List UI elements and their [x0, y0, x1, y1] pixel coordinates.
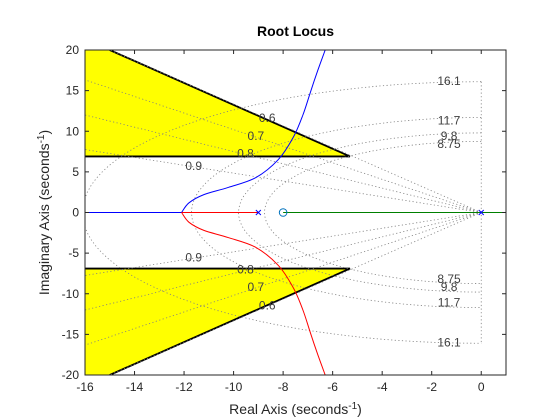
frequency-label-down: 16.1 — [437, 335, 461, 349]
chart-title: Root Locus — [257, 23, 334, 39]
frequency-label-down: 9.8 — [441, 280, 458, 294]
damping-label-down: 0.9 — [185, 250, 202, 264]
x-tick-label: -14 — [126, 380, 144, 394]
frequency-label-up: 11.7 — [438, 114, 461, 128]
y-tick-label: 20 — [66, 43, 80, 57]
damping-label-up: 0.6 — [259, 111, 276, 125]
damping-line-0.9-up — [85, 149, 482, 213]
grid-labels: 0.6 0.6 0.7 0.7 0.8 0.8 0.9 0.9 16.1 16.1 11.7 11.7… — [185, 74, 461, 350]
y-tick-label: 10 — [66, 124, 80, 138]
damping-label-down: 0.6 — [259, 298, 276, 312]
frequency-label-up: 9.8 — [441, 129, 458, 143]
frequency-label-down: 11.7 — [438, 296, 461, 310]
x-tick-label: -8 — [278, 380, 289, 394]
x-axis-label: Real Axis (seconds-1) — [229, 401, 362, 418]
x-tick-label: -2 — [426, 380, 437, 394]
damping-label-up: 0.9 — [185, 159, 202, 173]
damping-frequency-grid — [85, 50, 482, 375]
damping-label-up: 0.8 — [237, 147, 254, 161]
y-tick-label: -15 — [62, 327, 80, 341]
damping-line-0.9-down — [85, 212, 482, 276]
pole-marker — [478, 209, 485, 216]
y-tick-label: -10 — [62, 287, 80, 301]
y-tick-label: 0 — [72, 206, 79, 220]
y-axis-label: Imaginary Axis (seconds-1) — [36, 130, 53, 295]
damping-line-0.7-up — [85, 79, 482, 213]
region-lower — [85, 268, 350, 375]
frequency-arc-8.75 — [264, 141, 482, 284]
frequency-label-up: 8.75 — [437, 137, 461, 151]
x-axis-label-text: Real Axis (seconds — [229, 401, 348, 417]
y-tick-label: -5 — [68, 246, 79, 260]
x-tick-label: -4 — [377, 380, 388, 394]
region-edge-upper — [85, 50, 351, 158]
x-tick-label: -10 — [225, 380, 243, 394]
y-axis-label-text: Imaginary Axis (seconds — [36, 143, 52, 295]
performance-region — [85, 50, 351, 375]
x-tick-label: -6 — [327, 380, 338, 394]
damping-label-up: 0.7 — [248, 129, 265, 143]
damping-line-0.7-down — [85, 212, 482, 346]
frequency-label-down: 8.75 — [437, 272, 461, 286]
region-edge-lower — [85, 267, 351, 375]
pole-zero-markers — [255, 208, 485, 217]
branch-lower — [181, 212, 326, 375]
damping-label-down: 0.8 — [237, 263, 254, 277]
damping-label-down: 0.7 — [248, 280, 265, 294]
y-tick-label: 5 — [72, 165, 79, 179]
x-axis-label-exponent: -1 — [348, 401, 357, 412]
frequency-label-up: 16.1 — [437, 74, 461, 88]
branch-upper — [181, 50, 326, 213]
pole-marker — [255, 209, 262, 216]
x-axis-label-close: ) — [357, 401, 362, 417]
y-axis-label-close: ) — [36, 130, 52, 135]
x-tick-label: -12 — [175, 380, 193, 394]
region-upper — [85, 50, 350, 157]
damping-line-0.8-up — [85, 114, 482, 213]
y-tick-label: 15 — [66, 84, 80, 98]
y-tick-label: -20 — [62, 368, 80, 382]
y-axis-label-exponent: -1 — [36, 134, 47, 143]
x-tick-label: 0 — [478, 380, 485, 394]
x-tick-label: -16 — [76, 380, 94, 394]
locus-branches — [85, 50, 504, 375]
zero-marker — [278, 208, 288, 217]
damping-line-0.8-down — [85, 212, 482, 311]
